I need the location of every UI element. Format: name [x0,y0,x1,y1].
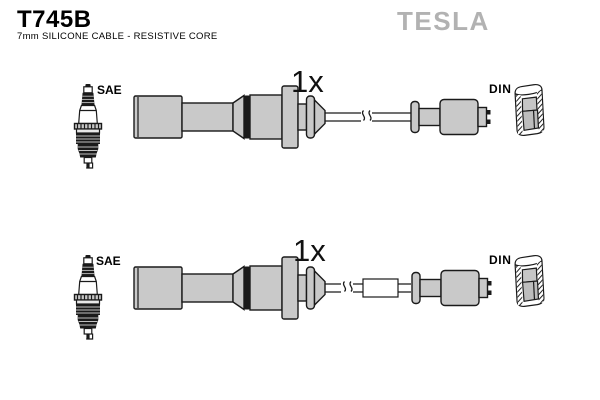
din-cap-illustration [514,83,545,137]
cable-spec-subtitle: 7mm SILICONE CABLE - RESISTIVE CORE [17,31,218,42]
cable-line [325,278,411,298]
quantity-label: 1x [291,64,324,99]
cable-sleeve [362,278,399,298]
tesla-brand-logo: TESLA [397,6,490,36]
cable-break-symbol [342,281,353,292]
sae-connector-label: SAE [97,83,122,97]
cable-break-symbol [361,110,372,121]
part-number-title: T745B [17,6,92,33]
cable-set-row-2: SAE 1x DIN [73,233,545,340]
quantity-label: 1x [293,233,326,268]
din-connector-label: DIN [489,253,511,267]
sae-connector-label: SAE [96,254,121,268]
coil-connector-illustration [410,98,492,136]
coil-connector-illustration [411,269,493,307]
cable-set-row-1: SAE 1x DIN [73,64,545,169]
din-connector-label: DIN [489,82,511,96]
din-cap-illustration [514,254,545,308]
cable-line [325,110,411,122]
